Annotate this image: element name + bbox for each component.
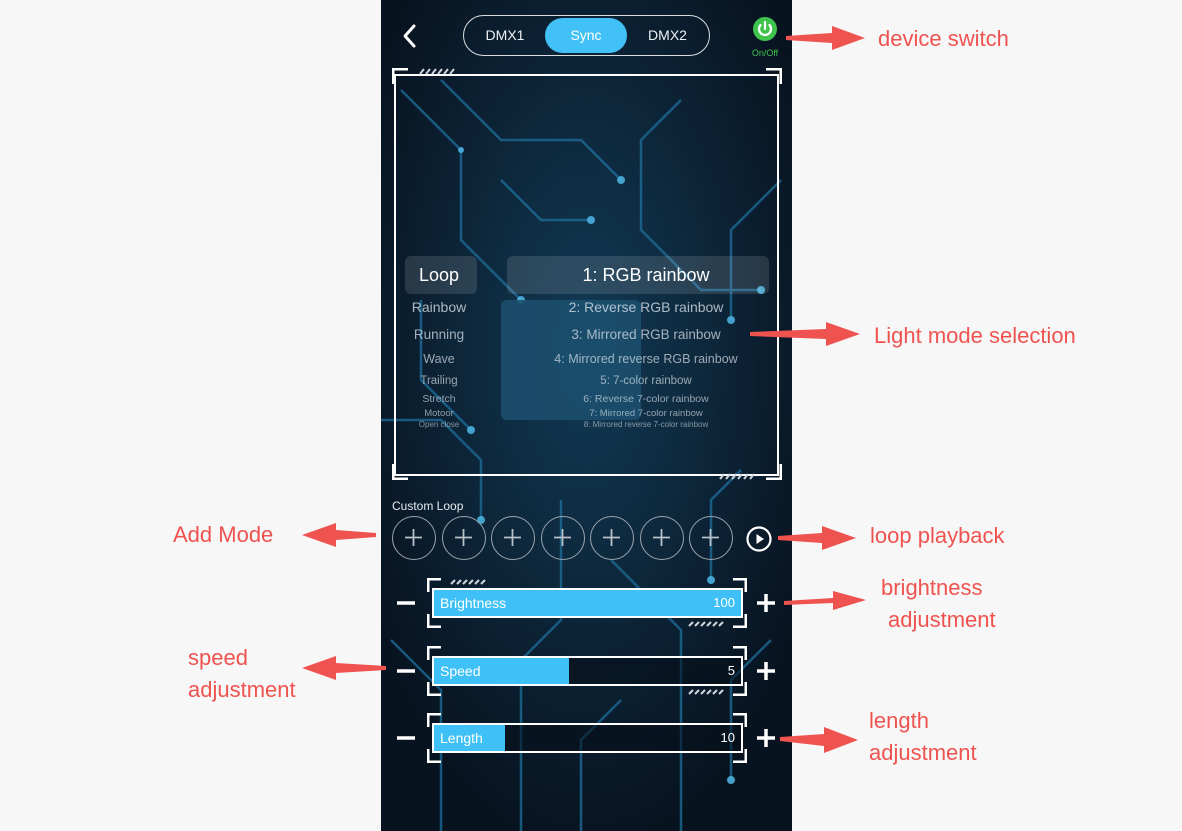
arrow-length [780,727,858,753]
tab-dmx1[interactable]: DMX1 [485,27,525,43]
arrow-light-mode [750,322,860,346]
arrow-add-mode [302,523,376,547]
arrow-speed [302,656,386,680]
mode-item-4[interactable]: 4: Mirrored reverse RGB rainbow [554,352,738,366]
device-tab-switcher: DMX1 Sync DMX2 [463,15,710,56]
annotation-brightness-line2: adjustment [888,607,996,632]
annotation-length-line1: length [869,708,929,733]
annotation-light-mode: Light mode selection [874,323,1076,348]
plus-icon [603,529,620,546]
mode-item-2[interactable]: 2: Reverse RGB rainbow [568,299,724,315]
mode-category-4[interactable]: Wave [423,352,455,366]
arrow-brightness [784,591,866,610]
add-mode-slot-5[interactable] [590,516,634,560]
annotation-speed-line2: adjustment [188,677,296,702]
plus-icon [405,529,422,546]
loop-play-icon[interactable] [746,526,772,552]
power-icon [753,17,777,41]
speed-slider-frame [427,646,747,696]
back-chevron-icon[interactable] [399,22,421,50]
add-mode-slot-3[interactable] [491,516,535,560]
add-mode-slot-7[interactable] [689,516,733,560]
brightness-fill [434,590,741,616]
power-label: On/Off [751,48,779,58]
brightness-value: 100 [713,595,735,610]
speed-slider[interactable]: Speed 5 [432,656,743,686]
add-mode-slot-1[interactable] [392,516,436,560]
length-minus-icon[interactable] [395,727,417,749]
length-value: 10 [720,730,735,745]
custom-loop-label: Custom Loop [392,499,464,513]
tab-sync[interactable]: Sync [545,18,627,53]
plus-icon [652,529,670,546]
speed-value: 5 [727,663,735,678]
arrow-device-switch [786,26,865,50]
add-mode-slot-2[interactable] [441,516,486,560]
mode-category-8[interactable]: Open close [418,420,460,429]
plus-icon [504,529,521,546]
brightness-label: Brightness [440,595,507,611]
annotation-add-mode: Add Mode [173,522,274,547]
picker-selection-band [405,256,769,294]
brightness-slider-frame [427,578,747,628]
annotation-brightness-line1: brightness [881,575,983,600]
speed-plus-icon[interactable] [755,660,777,682]
speed-fill [434,658,570,684]
mode-panel-frame [392,68,782,480]
mode-item-3[interactable]: 3: Mirrored RGB rainbow [571,327,721,342]
speed-control: Speed 5 [381,646,792,696]
plus-icon [553,529,571,546]
mode-category-5[interactable]: Trailing [420,375,458,387]
mode-category-7[interactable]: Motoor [424,408,454,419]
brightness-slider[interactable]: Brightness 100 [432,588,743,618]
length-slider[interactable]: Length 10 [432,723,743,753]
annotation-length-line2: adjustment [869,740,977,765]
circuit-background [381,0,792,831]
mode-category-3[interactable]: Running [413,327,465,342]
speed-label: Speed [440,663,481,679]
mode-item-8[interactable]: 8: Mirrored reverse 7-color rainbow [583,420,709,429]
speed-minus-icon[interactable] [395,660,417,682]
power-switch[interactable]: On/Off [747,16,783,58]
brightness-minus-icon[interactable] [395,592,417,614]
brightness-plus-icon[interactable] [755,592,777,614]
brightness-control: Brightness 100 [381,578,792,628]
annotation-loop-playback: loop playback [870,523,1005,548]
length-slider-frame [427,713,747,763]
plus-icon [702,529,719,546]
tab-dmx2[interactable]: DMX2 [648,27,687,43]
mode-category-2[interactable]: Rainbow [411,299,467,315]
mode-item-picker[interactable]: 1: RGB rainbow 2: Reverse RGB rainbow 3: M… [531,256,761,429]
length-fill [434,725,505,751]
annotation-device-switch: device switch [878,26,1009,51]
length-plus-icon[interactable] [755,727,777,749]
mode-item-5[interactable]: 5: 7-color rainbow [600,375,692,387]
length-label: Length [440,730,483,746]
arrow-loop-playback [778,526,856,550]
mode-item-1[interactable]: 1: RGB rainbow [582,265,710,285]
plus-icon [454,529,472,546]
mode-category-6[interactable]: Stretch [422,393,456,405]
length-control: Length 10 [381,713,792,763]
mode-item-7[interactable]: 7: Mirrored 7-color rainbow [589,408,703,419]
add-mode-slot-6[interactable] [639,516,684,560]
annotation-speed-line1: speed [188,645,248,670]
mode-category-1[interactable]: Loop [418,265,460,285]
mode-item-6[interactable]: 6: Reverse 7-color rainbow [583,393,709,405]
add-mode-slot-4[interactable] [540,516,585,560]
